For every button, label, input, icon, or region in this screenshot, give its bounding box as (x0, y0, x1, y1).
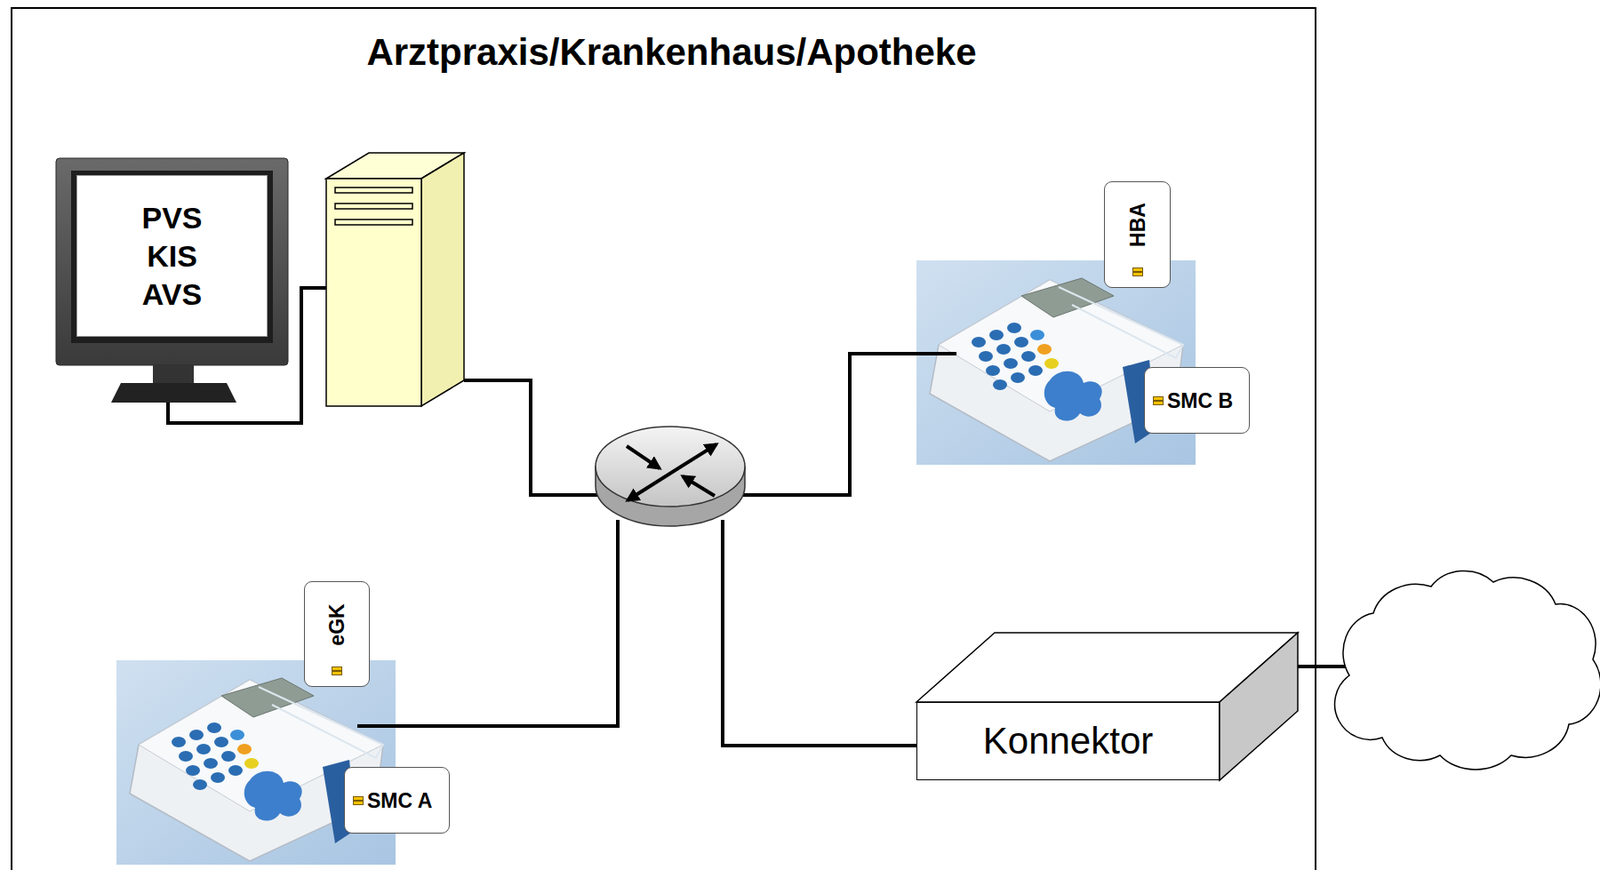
network-cloud (1335, 570, 1600, 770)
chip-icon (1152, 396, 1164, 406)
node-label: KIS (146, 237, 198, 276)
chip-icon (331, 666, 343, 676)
smart-card: HBA (1104, 181, 1171, 288)
network-wires (168, 288, 1348, 746)
application-screen: PVSKISAVS (76, 175, 268, 337)
monitor-screen-rim (71, 170, 273, 344)
location-frame: PVSKISAVS HBA SMC B eGK SMC A Konnektor Arztpr… (10, 7, 1317, 870)
node-label: PVS (141, 199, 202, 238)
wire (743, 353, 957, 496)
card-label: HBA (1126, 202, 1150, 248)
wire (357, 520, 618, 727)
monitor (56, 158, 288, 403)
node-label: AVS (142, 275, 202, 314)
card-label: SMC B (1167, 389, 1233, 413)
frame-heading: Arztpraxis/Krankenhaus/Apotheke (366, 30, 976, 75)
card-terminal (916, 260, 1196, 465)
wire (464, 380, 598, 496)
card-label: eGK (325, 603, 349, 646)
server-tower (326, 152, 464, 407)
card-terminal (116, 660, 396, 865)
monitor-base (111, 383, 237, 403)
server-front (326, 178, 422, 407)
wire (1297, 664, 1348, 669)
router-arrow (627, 444, 717, 501)
chip-icon (352, 796, 364, 806)
monitor-neck (152, 365, 194, 384)
node-label: Konnektor (983, 720, 1153, 763)
card-label: SMC A (367, 789, 432, 813)
router (595, 426, 745, 527)
router-top (595, 426, 745, 507)
smart-card: SMC B (1144, 367, 1250, 434)
konnektor-box: Konnektor (916, 702, 1220, 781)
konnektor-side (1219, 632, 1298, 781)
wire (722, 520, 917, 746)
router-arrow (626, 446, 660, 469)
router-arrow (682, 476, 715, 496)
server-slots (335, 187, 413, 225)
card-label-area: HBA (1115, 182, 1160, 268)
chip-icon (1132, 267, 1144, 277)
server-side (421, 152, 464, 407)
monitor-bezel (56, 158, 288, 366)
smart-card: SMC A (344, 767, 450, 834)
router-arrows (626, 444, 717, 501)
card-label-area: eGK (315, 582, 358, 667)
smart-card: eGK (304, 581, 370, 688)
